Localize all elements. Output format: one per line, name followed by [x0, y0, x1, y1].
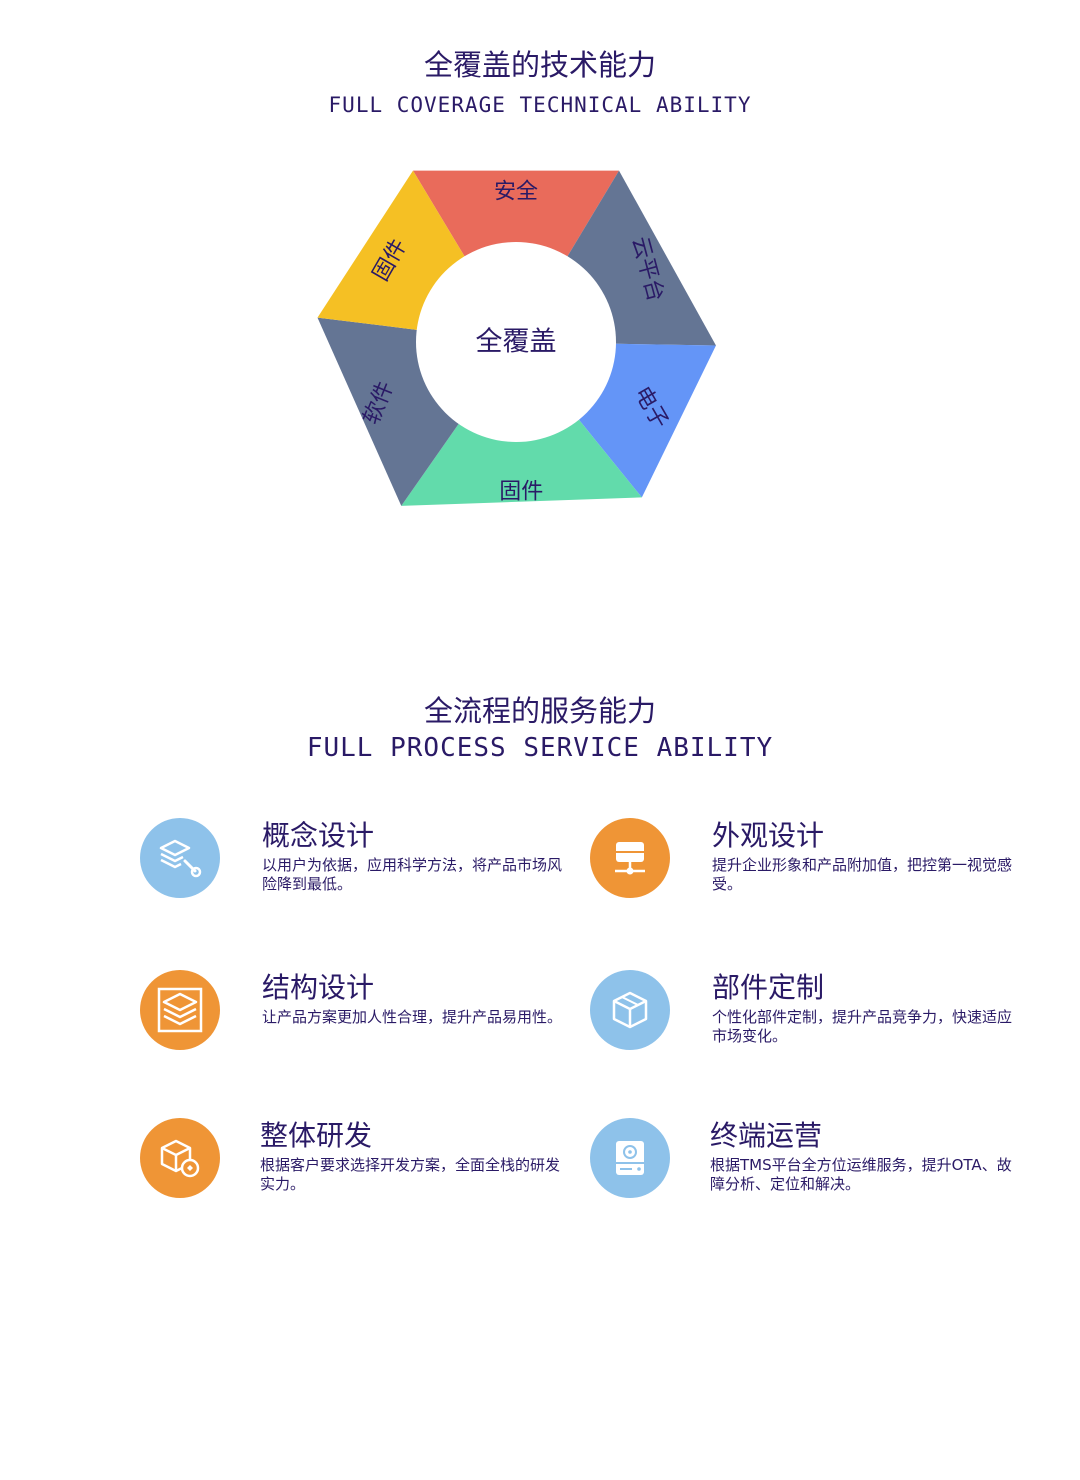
service-description: 个性化部件定制，提升产品竞争力，快速适应市场变化。 [712, 1008, 1013, 1045]
donut-segment-label: 安全 [494, 180, 538, 205]
donut-segment [401, 419, 642, 506]
service-name: 整体研发 [260, 1119, 373, 1152]
service-name: 结构设计 [262, 971, 375, 1004]
service-icon-circle [590, 970, 670, 1050]
stack-layers-icon [157, 987, 203, 1033]
donut-center-label: 全覆盖 [476, 327, 557, 358]
box-gear-icon [160, 1139, 200, 1178]
service-appearance-design: 外观设计 提升企业形象和产品附加值，把控第一视觉感受。 [590, 818, 1050, 918]
service-description: 让产品方案更加人性合理，提升产品易用性。 [262, 1008, 563, 1026]
service-terminal-operation: 终端运营 根据TMS平台全方位运维服务，提升OTA、故障分析、定位和解决。 [590, 1118, 1050, 1218]
service-description: 以用户为依据，应用科学方法，将产品市场风险降到最低。 [262, 856, 563, 893]
section-title-technical: 全覆盖的技术能力 [423, 48, 656, 82]
service-icon-circle [140, 970, 220, 1050]
service-concept-design: 概念设计 以用户为依据，应用科学方法，将产品市场风险降到最低。 [140, 818, 600, 918]
cube-icon [612, 991, 648, 1029]
service-description: 提升企业形象和产品附加值，把控第一视觉感受。 [712, 856, 1013, 893]
service-icon-circle [140, 818, 220, 898]
service-description: 根据TMS平台全方位运维服务，提升OTA、故障分析、定位和解决。 [710, 1156, 1012, 1193]
service-icon-circle [140, 1118, 220, 1198]
donut-segment [317, 170, 465, 330]
service-name: 部件定制 [712, 971, 825, 1004]
service-name: 终端运营 [710, 1119, 823, 1152]
service-structure-design: 结构设计 让产品方案更加人性合理，提升产品易用性。 [140, 970, 600, 1070]
donut-segment [578, 343, 716, 498]
section-subtitle-technical: FULL COVERAGE TECHNICAL ABILITY [328, 93, 752, 117]
service-integrated-rnd: 整体研发 根据客户要求选择开发方案，全面全栈的研发实力。 [140, 1118, 600, 1218]
section-subtitle-service: FULL PROCESS SERVICE ABILITY [306, 733, 774, 763]
service-name: 概念设计 [262, 819, 375, 852]
service-part-customization: 部件定制 个性化部件定制，提升产品竞争力，快速适应市场变化。 [590, 970, 1050, 1070]
network-server-icon [615, 842, 645, 875]
donut-segment-label: 固件 [499, 479, 543, 504]
donut-center-hole [416, 242, 616, 442]
service-icon-circle [590, 818, 670, 898]
donut-segment [412, 170, 620, 257]
service-description: 根据客户要求选择开发方案，全面全栈的研发实力。 [260, 1156, 561, 1193]
service-icon-circle [590, 1118, 670, 1198]
section-title-service: 全流程的服务能力 [423, 694, 656, 728]
service-name: 外观设计 [712, 819, 825, 852]
hard-drive-icon [616, 1141, 644, 1175]
layers-wrench-icon [159, 839, 202, 878]
